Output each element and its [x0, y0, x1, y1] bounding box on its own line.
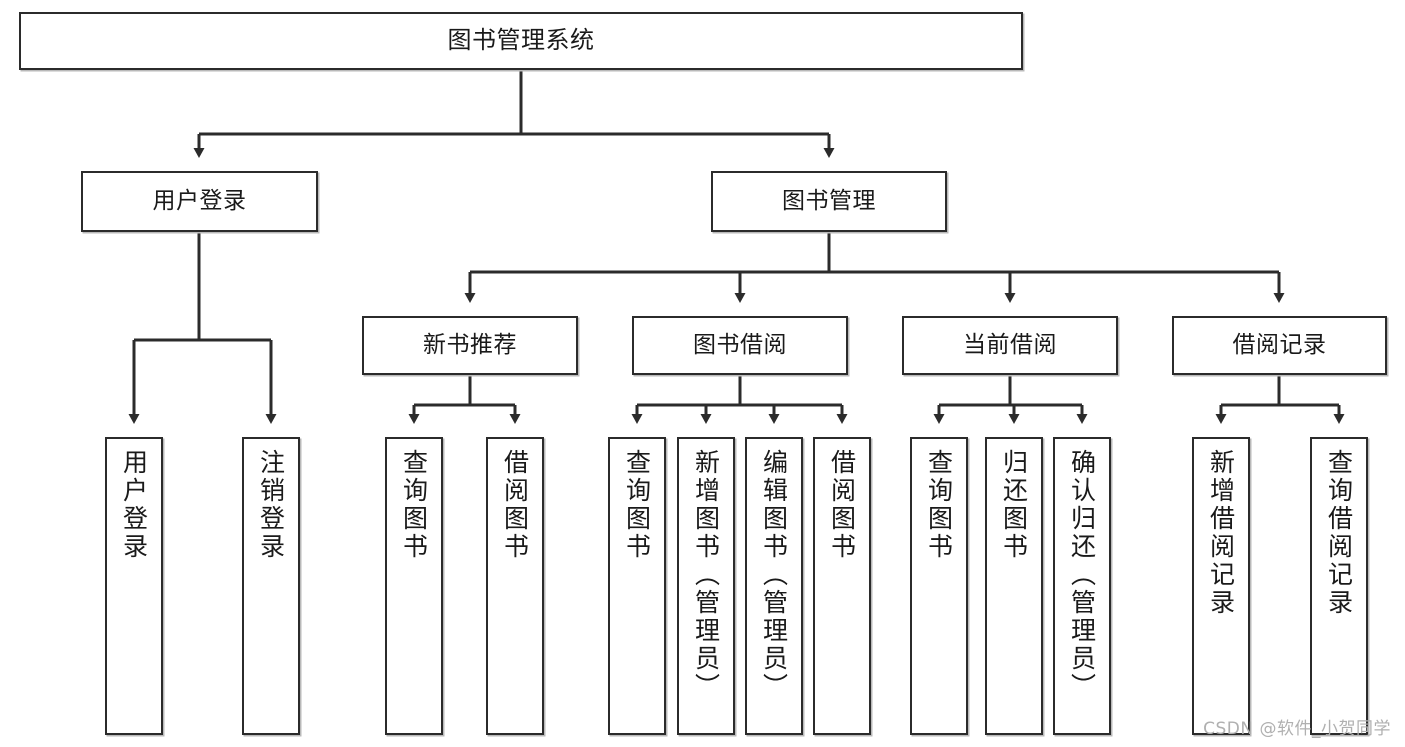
leaf-borrow-book-newbook-label: 借阅图书 [500, 449, 530, 561]
leaf-logout[interactable]: 注销登录 [242, 437, 300, 735]
node-borrow-record[interactable]: 借阅记录 [1172, 316, 1387, 375]
leaf-query-book-current[interactable]: 查询图书 [910, 437, 968, 735]
leaf-user-login[interactable]: 用户登录 [105, 437, 163, 735]
leaf-add-book-admin[interactable]: 新增图书（管理员） [677, 437, 735, 735]
leaf-query-book-borrow-label: 查询图书 [622, 449, 652, 561]
leaf-edit-book-admin-label: 编辑图书（管理员） [759, 449, 789, 701]
leaf-add-borrow-record-label: 新增借阅记录 [1206, 449, 1236, 617]
node-book-borrow-label: 图书借阅 [693, 332, 787, 359]
leaf-user-login-label: 用户登录 [119, 449, 149, 561]
node-root-label: 图书管理系统 [447, 26, 595, 55]
leaf-confirm-return-admin-label: 确认归还（管理员） [1067, 449, 1097, 701]
leaf-confirm-return-admin[interactable]: 确认归还（管理员） [1053, 437, 1111, 735]
leaf-borrow-book[interactable]: 借阅图书 [813, 437, 871, 735]
leaf-query-book-current-label: 查询图书 [924, 449, 954, 561]
leaf-return-book-label: 归还图书 [999, 449, 1029, 561]
leaf-query-book-newbook-label: 查询图书 [399, 449, 429, 561]
leaf-logout-label: 注销登录 [256, 449, 286, 561]
leaf-edit-book-admin[interactable]: 编辑图书（管理员） [745, 437, 803, 735]
node-new-book-recommend-label: 新书推荐 [423, 332, 517, 359]
node-current-borrow[interactable]: 当前借阅 [902, 316, 1118, 375]
leaf-query-borrow-record-label: 查询借阅记录 [1324, 449, 1354, 617]
leaf-return-book[interactable]: 归还图书 [985, 437, 1043, 735]
node-root[interactable]: 图书管理系统 [19, 12, 1023, 70]
leaf-query-book-borrow[interactable]: 查询图书 [608, 437, 666, 735]
leaf-borrow-book-label: 借阅图书 [827, 449, 857, 561]
node-current-borrow-label: 当前借阅 [963, 332, 1057, 359]
node-book-borrow[interactable]: 图书借阅 [632, 316, 848, 375]
leaf-add-borrow-record[interactable]: 新增借阅记录 [1192, 437, 1250, 735]
node-user-login[interactable]: 用户登录 [81, 171, 318, 232]
leaf-query-book-newbook[interactable]: 查询图书 [385, 437, 443, 735]
node-user-login-label: 用户登录 [152, 188, 247, 215]
node-book-management-label: 图书管理 [782, 188, 876, 215]
leaf-query-borrow-record[interactable]: 查询借阅记录 [1310, 437, 1368, 735]
node-book-management[interactable]: 图书管理 [711, 171, 947, 232]
node-borrow-record-label: 借阅记录 [1232, 332, 1327, 359]
leaf-borrow-book-newbook[interactable]: 借阅图书 [486, 437, 544, 735]
leaf-add-book-admin-label: 新增图书（管理员） [691, 449, 721, 701]
node-new-book-recommend[interactable]: 新书推荐 [362, 316, 578, 375]
